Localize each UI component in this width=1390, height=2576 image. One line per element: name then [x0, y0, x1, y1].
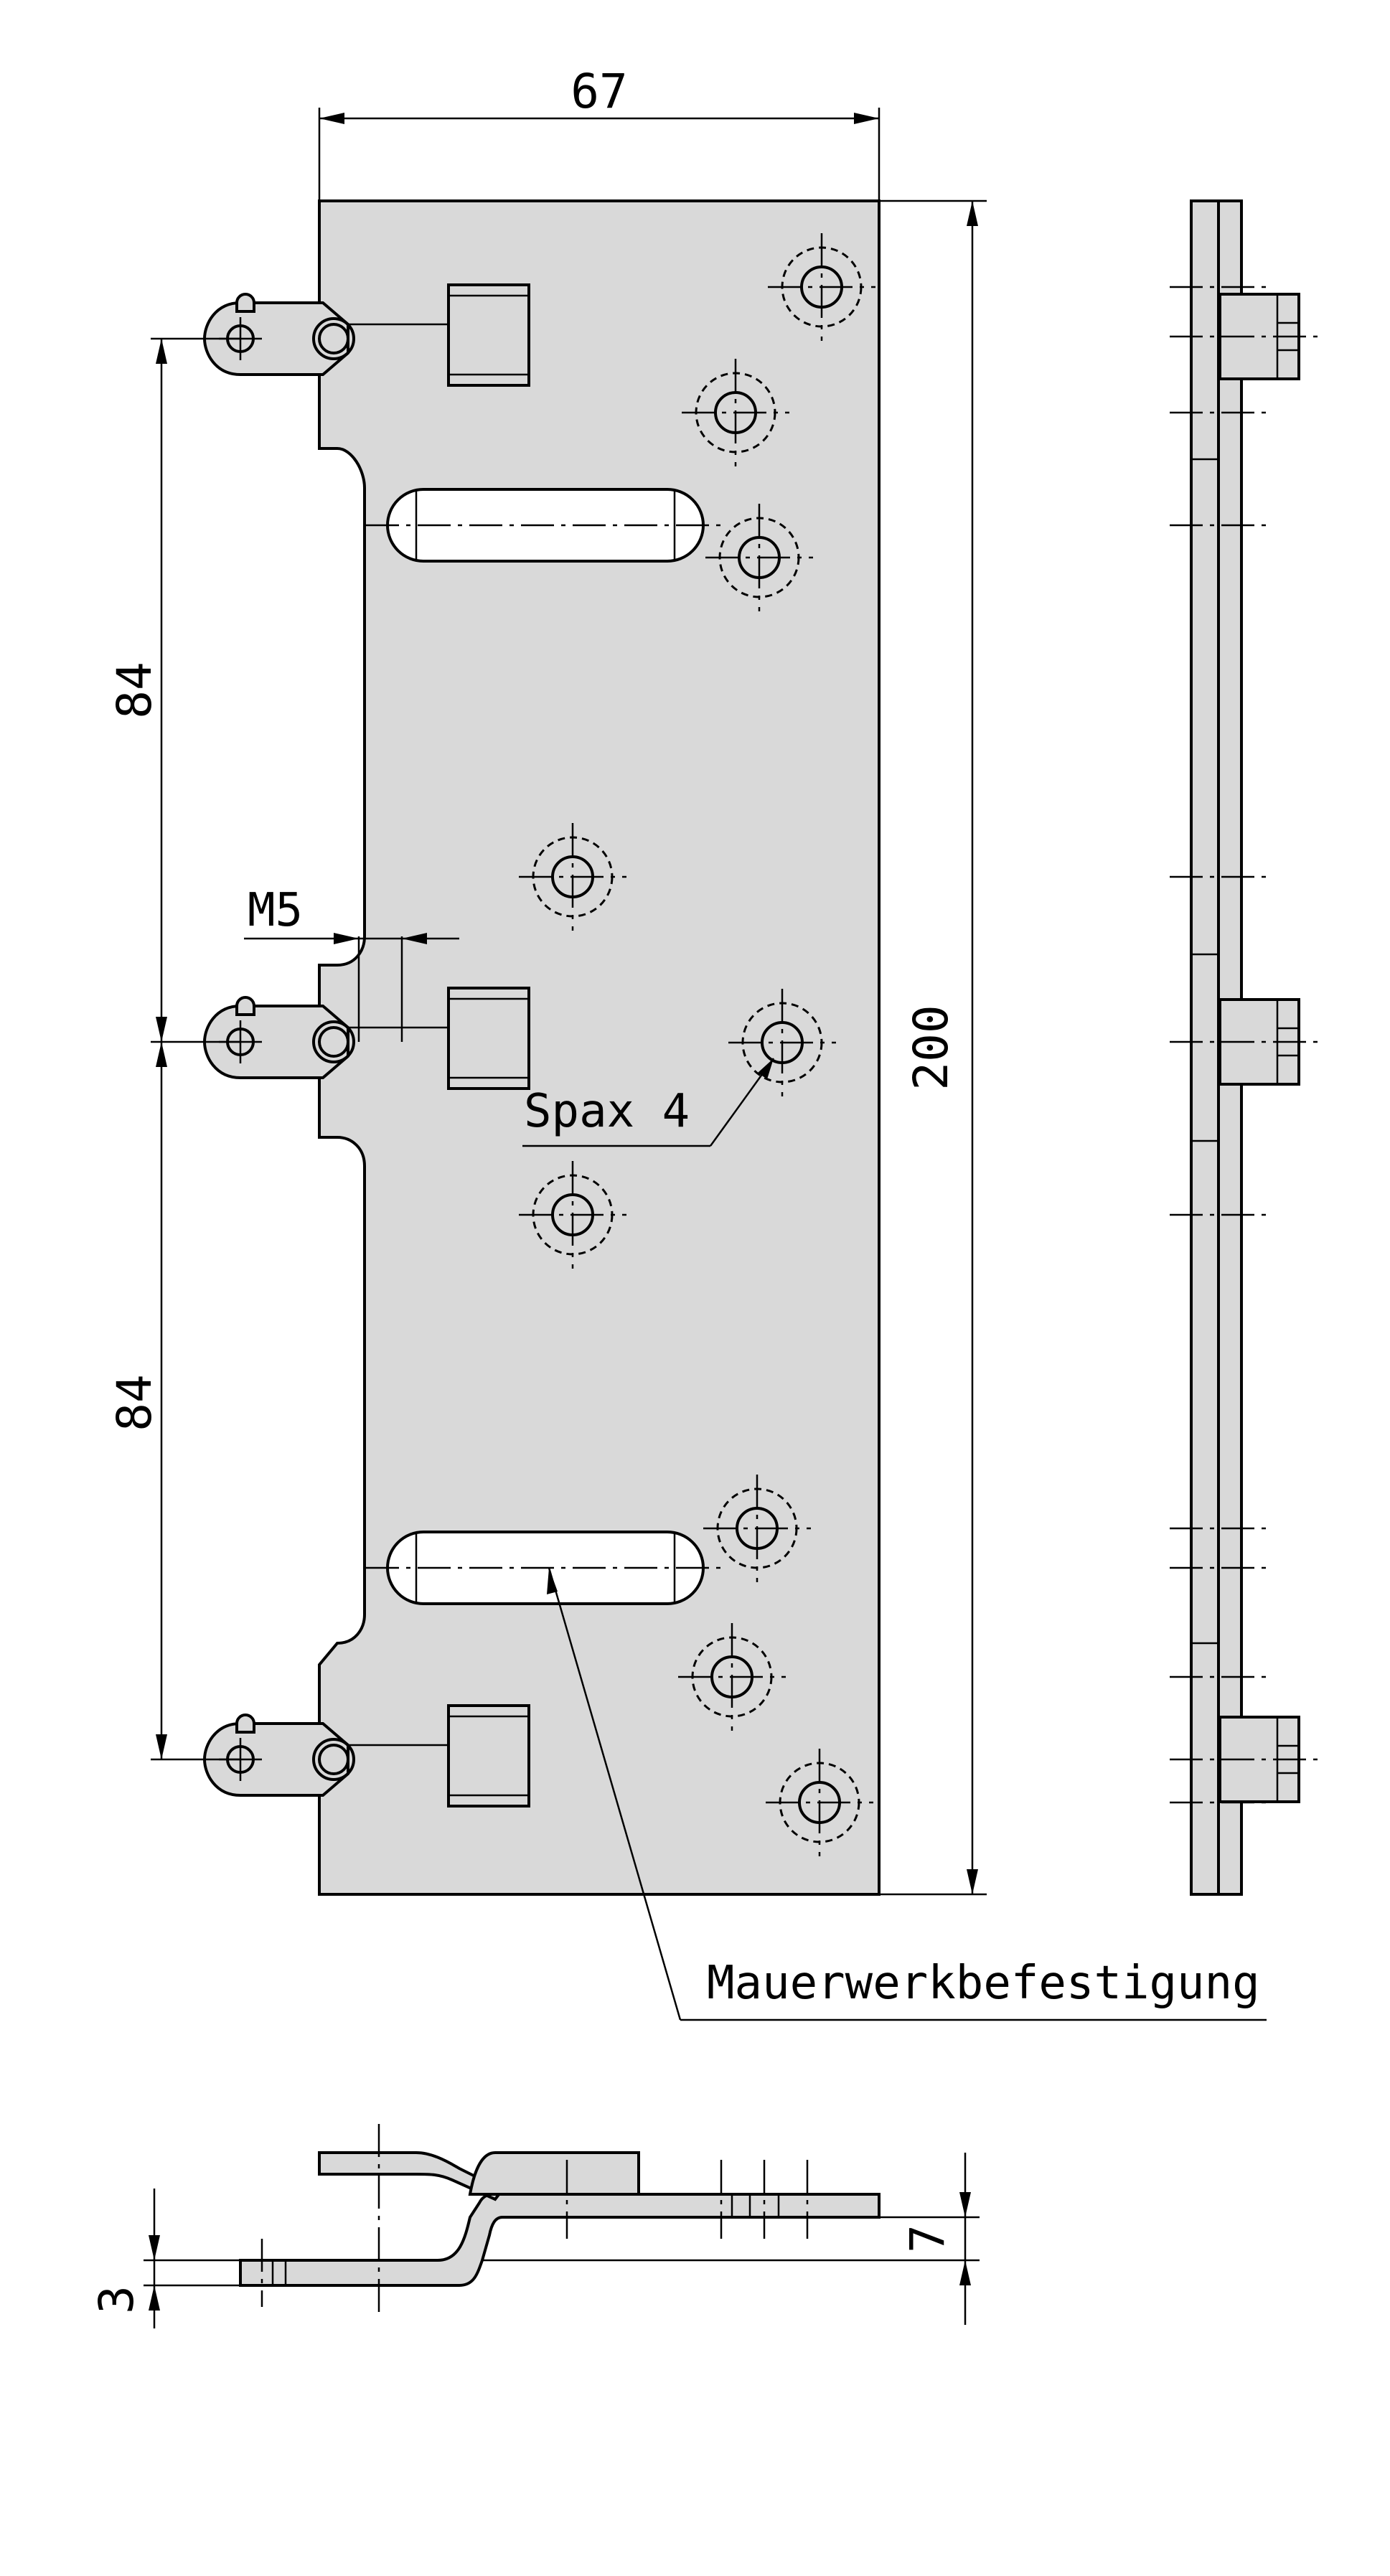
- side-view: [1170, 199, 1320, 1896]
- screw-label: Spax 4: [524, 1085, 690, 1138]
- bottom-view: 7 3: [89, 2124, 980, 2328]
- dimension-offset-label: 7: [900, 2224, 955, 2253]
- dimension-width-label: 67: [570, 64, 627, 119]
- thread-callout: [244, 933, 459, 1042]
- dimension-pitch-bottom-label: 84: [107, 1374, 162, 1431]
- dimension-height: [879, 199, 987, 1896]
- masonry-leader: [547, 1567, 1267, 2021]
- dimension-width: [318, 108, 881, 201]
- slot-bottom: [365, 1531, 726, 1605]
- dimension-offset: [482, 2153, 980, 2325]
- side-bolt-bottom: [1170, 1716, 1320, 1803]
- bottom-profile: [239, 2193, 881, 2287]
- side-centerlines: [1170, 286, 1270, 1804]
- masonry-label: Mauerwerkbefestigung: [707, 1957, 1260, 2010]
- dimension-plate-thickness: [144, 2189, 240, 2328]
- screw-leader: [522, 1058, 775, 1147]
- side-bolt-top: [1170, 293, 1320, 380]
- dimension-height-label: 200: [903, 1005, 959, 1090]
- thread-label: M5: [248, 884, 303, 937]
- bottom-flap: [468, 2151, 640, 2196]
- dimension-plate-thickness-label: 3: [89, 2285, 144, 2314]
- slot-top: [365, 488, 726, 563]
- side-bolt-middle: [1170, 998, 1320, 1086]
- side-plate-outer: [1190, 199, 1220, 1896]
- front-view: 67 200 84 84: [107, 64, 1267, 2021]
- main-plate: [318, 199, 881, 1896]
- dimension-pitch: [151, 337, 240, 1761]
- dimension-pitch-top-label: 84: [107, 662, 162, 718]
